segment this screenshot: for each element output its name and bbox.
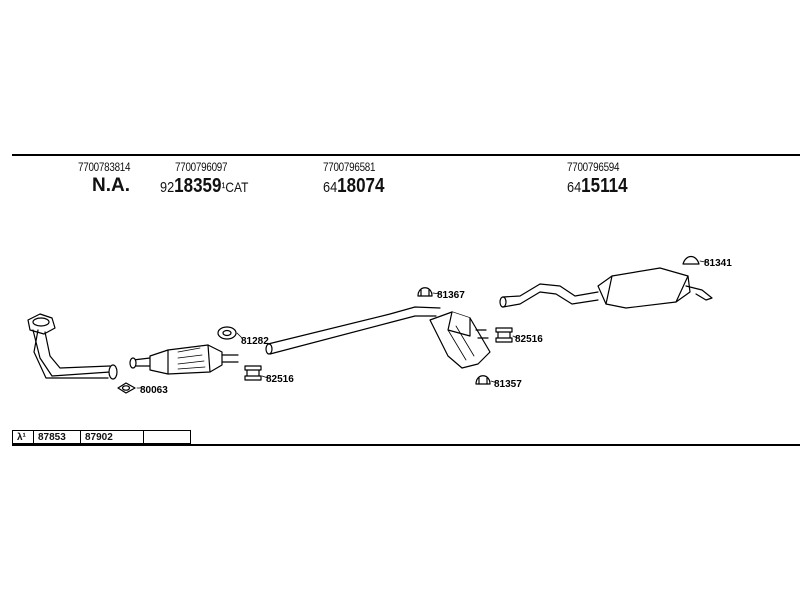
catalytic-converter: [129, 344, 239, 375]
ref-symbol: λ¹: [12, 430, 34, 444]
hanger-81367: [417, 287, 433, 297]
reference-table: λ¹ 87853 87902: [12, 430, 191, 444]
ref-code-1: 87853: [33, 430, 81, 444]
clamp-82516-right: [495, 327, 513, 343]
part-code-2-main: 18359: [174, 175, 222, 197]
part-code-3-main: 18074: [337, 175, 385, 197]
ref-code-2: 87902: [80, 430, 144, 444]
mount-ring-81282: [217, 326, 237, 340]
part-code-2-prefix: 92: [160, 179, 175, 196]
front-downpipe: [27, 313, 118, 380]
part-code-2-suffix: ¹CAT: [221, 179, 249, 195]
bottom-divider: [12, 444, 800, 446]
callout-80063: 80063: [140, 385, 168, 396]
part-number-4: 7700796594: [567, 160, 620, 174]
part-code-4: 6415114: [567, 175, 628, 198]
hanger-81341: [682, 255, 700, 265]
part-number-1: 7700783814: [78, 160, 131, 174]
hanger-81357: [475, 375, 491, 385]
rear-section: [499, 267, 713, 309]
intermediate-pipe: [265, 306, 441, 355]
callout-81341: 81341: [704, 258, 732, 269]
leader-lines: [136, 260, 706, 389]
callout-81357: 81357: [494, 379, 522, 390]
callout-81282: 81282: [241, 336, 269, 347]
callout-81367: 81367: [437, 290, 465, 301]
part-code-3-prefix: 64: [323, 179, 338, 196]
part-label-na: N.A.: [92, 175, 130, 196]
part-code-4-main: 15114: [581, 175, 628, 197]
gasket-80063: [117, 382, 136, 394]
part-code-2: 9218359¹CAT: [160, 175, 248, 198]
part-number-2: 7700796097: [175, 160, 228, 174]
part-number-3: 7700796581: [323, 160, 376, 174]
part-code-3: 6418074: [323, 175, 384, 198]
ref-blank: [143, 430, 191, 444]
part-code-4-prefix: 64: [567, 179, 582, 196]
callout-82516-left: 82516: [266, 374, 294, 385]
top-divider: [12, 154, 800, 156]
clamp-82516-left: [244, 365, 262, 381]
callout-82516-right: 82516: [515, 334, 543, 345]
center-muffler: [429, 311, 491, 369]
